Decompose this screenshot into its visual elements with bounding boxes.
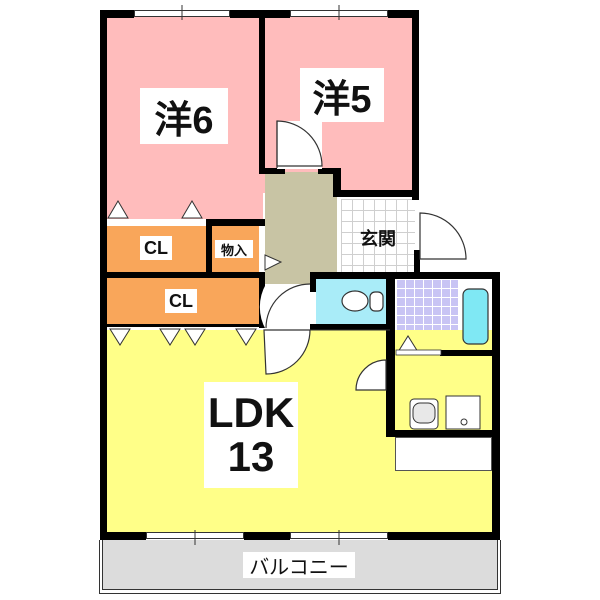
wall-room-divider	[259, 10, 265, 170]
room-label-western-5: 洋5	[300, 68, 384, 122]
ldk-label-line2: 13	[227, 433, 275, 480]
wall-hall-top2	[318, 168, 338, 174]
wall-wash-bottom	[386, 430, 496, 437]
room-label-closet-2: CL	[165, 289, 197, 313]
hallway	[265, 172, 337, 284]
wall-bottom-right	[388, 532, 500, 540]
wall-bottom-left	[100, 532, 146, 540]
ldk-label-line1: LDK	[207, 388, 295, 436]
room-label-ldk: LDK 13	[204, 382, 298, 488]
wall-bottom-mid	[244, 532, 290, 540]
room-label-storage: 物入	[215, 240, 253, 258]
wall-top-right	[388, 10, 418, 18]
room-label-entrance: 玄関	[360, 229, 396, 249]
room-label-closet-1: CL	[140, 236, 172, 260]
wall-right	[492, 272, 500, 540]
room-label-balcony: バルコニー	[243, 552, 355, 579]
wall-toilet-top	[310, 272, 498, 279]
wall-room5-right	[412, 10, 419, 200]
wall-closet-mid	[100, 272, 265, 278]
wall-closet-top	[206, 219, 265, 226]
wall-top-left	[100, 10, 134, 18]
wall-room5-bottom	[337, 190, 419, 197]
wall-bath-bottom	[440, 350, 496, 356]
wall-toilet-bottom	[310, 324, 390, 330]
wall-room5-corner	[333, 168, 341, 197]
wall-hall-top	[259, 168, 285, 174]
entrance-floor	[341, 199, 415, 272]
wall-entrance-right	[414, 250, 420, 274]
kitchen-counter	[395, 437, 492, 471]
room-label-western-6: 洋6	[140, 88, 228, 144]
wall-storage-left	[206, 219, 212, 273]
balcony-outer-line	[99, 540, 501, 594]
wall-toilet-left	[310, 272, 316, 292]
wall-bath-left	[386, 272, 395, 432]
wall-closet-bottom-line	[100, 324, 265, 327]
